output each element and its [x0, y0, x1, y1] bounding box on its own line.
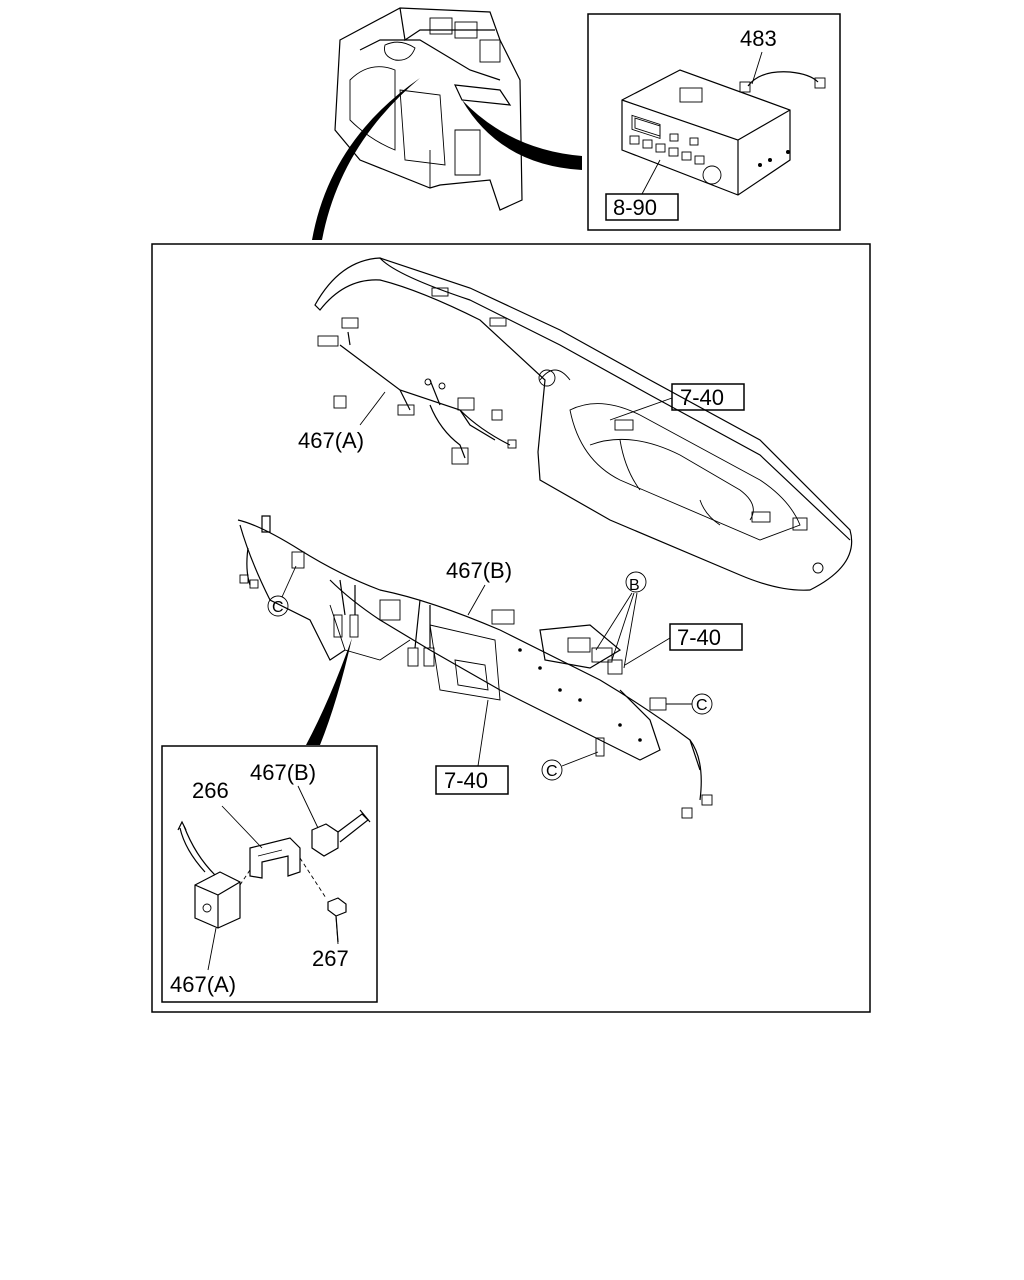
callout-467a-detail: 467(A) — [170, 972, 236, 997]
clip-detail-frame — [161, 745, 378, 1003]
radio-detail-frame — [587, 13, 841, 231]
cab-overview — [334, 7, 523, 211]
marker-b-letter: B — [629, 577, 640, 594]
ref-box-7-40-dash — [671, 383, 745, 411]
marker-c-bottom-letter: C — [546, 763, 558, 780]
callout-7-40-dash: 7-40 — [680, 385, 724, 410]
callout-7-40-bottom: 7-40 — [444, 768, 488, 793]
marker-c-left — [267, 595, 289, 617]
main-detail-frame — [151, 243, 871, 1013]
callout-467a: 467(A) — [298, 428, 364, 453]
pointer-wedge-radio — [462, 100, 582, 170]
radio-connector-cable — [739, 71, 826, 93]
ref-box-7-40-right — [669, 623, 743, 651]
callout-266: 266 — [192, 778, 229, 803]
callout-467b: 467(B) — [446, 558, 512, 583]
pointer-wedge-clip — [306, 638, 352, 745]
marker-b — [625, 571, 647, 593]
callout-8-90: 8-90 — [613, 195, 657, 220]
pointer-wedge-dash — [312, 78, 420, 240]
ref-box-7-40-bottom — [435, 765, 509, 795]
harness-467a — [317, 317, 517, 465]
instrument-panel — [314, 257, 853, 591]
marker-c-left-letter: C — [272, 599, 284, 616]
harness-467b-assembly — [237, 515, 713, 819]
callout-467b-detail: 467(B) — [250, 760, 316, 785]
marker-c-bottom — [541, 759, 563, 781]
radio-unit — [621, 69, 791, 196]
marker-c-right-letter: C — [696, 697, 708, 714]
callout-7-40-right: 7-40 — [677, 625, 721, 650]
callout-483: 483 — [740, 26, 777, 51]
callout-267: 267 — [312, 946, 349, 971]
clip-assembly — [177, 809, 371, 943]
